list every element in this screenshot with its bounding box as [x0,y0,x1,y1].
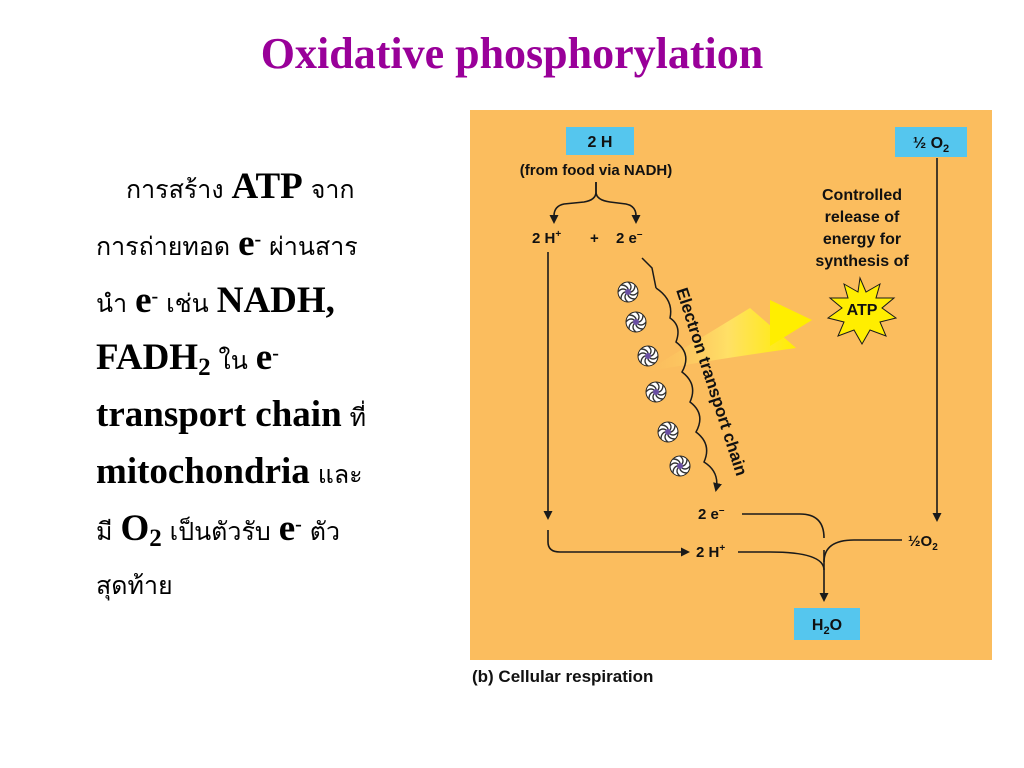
carrier-6-icon [669,455,691,477]
oxygen-box [895,127,967,157]
plus-sign: + [590,230,599,247]
release-line-3: energy for [823,231,901,248]
slide-title: Oxidative phosphorylation [260,29,764,78]
body-word: สุดท้าย [96,571,173,600]
superscript: - [295,513,302,536]
body-term: NADH, [216,280,335,321]
source-note: (from food via NADH) [520,162,673,179]
body-line-4: FADH2 ใน e- [96,331,441,388]
atp-burst [826,276,898,346]
diagram-caption: (b) Cellular respiration [472,667,654,686]
water-label: H2O [812,617,842,637]
body-line-7: มี O2 เป็นตัวรับ e- ตัว [96,502,441,559]
top-protons: 2 H+ [532,229,561,247]
electron-cascade [655,287,722,492]
diagram-panel [470,110,992,660]
body-line-2: การถ่ายทอด e- ผ่านสาร [96,217,441,274]
body-word: ที่ [349,403,367,432]
body-word: เป็นตัวรับ [169,517,271,546]
body-term: e [278,508,296,549]
carrier-3-icon [637,345,659,367]
energy-arrowhead [770,300,812,346]
body-line-1: การสร้าง ATP จาก [96,160,441,217]
bottom-protons: 2 H+ [696,543,725,561]
source-h-label: 2 H [588,134,613,151]
body-term: FADH [96,337,199,378]
bottom-electrons: 2 e– [698,505,725,523]
body-term: e [238,223,255,264]
bottom-oxygen: ½O2 [908,533,938,553]
release-line-4: synthesis of [815,253,909,270]
superscript: - [272,342,279,365]
diagram-svg: 2 H (from food via NADH) ½ O2 2 H+ + 2 e… [470,110,992,660]
release-line-2: release of [825,209,900,226]
body-term: transport chain [96,394,342,435]
oxygen-label: ½ O2 [913,135,949,155]
split-arrow-left [549,182,597,224]
body-word: เช่น [166,289,209,318]
body-word: ใน [218,346,248,375]
energy-beam [645,308,796,372]
superscript: - [151,285,159,308]
top-electrons: 2 e– [616,229,643,247]
carrier-1-icon [617,281,639,303]
body-term: O [120,508,150,549]
chain-entry-line [641,257,657,289]
body-term: e [135,280,152,321]
body-word: การสร้าง [126,175,224,204]
body-word: ตัว [309,517,341,546]
electron-to-water-line [742,513,825,539]
split-arrow-right [595,182,641,224]
subscript: 2 [149,525,162,552]
body-text: การสร้าง ATP จาก การถ่ายทอด e- ผ่านสาร น… [96,160,441,613]
superscript: - [254,228,262,251]
subscript: 2 [198,354,211,381]
body-word: ผ่านสาร [269,232,358,261]
body-word: การถ่ายทอด [96,232,231,261]
body-line-8: สุดท้าย [96,559,441,613]
body-term: mitochondria [96,451,310,492]
carrier-2-icon [625,311,647,333]
release-line-1: Controlled [822,187,902,204]
body-word: จาก [310,175,355,204]
body-word: มี [96,517,113,546]
proton-bottom-arrow [547,530,690,557]
body-term: ATP [231,166,303,207]
carrier-4-icon [645,381,667,403]
source-h-box [566,127,634,155]
water-box [794,608,860,640]
body-word: และ [317,460,363,489]
body-line-6: mitochondria และ [96,445,441,502]
body-term: e [255,337,273,378]
body-line-3: นำ e- เช่น NADH, [96,274,441,331]
carrier-5-icon [657,421,679,443]
body-word: นำ [96,289,128,318]
body-line-5: transport chain ที่ [96,388,441,445]
respiration-diagram: 2 H (from food via NADH) ½ O2 2 H+ + 2 e… [470,110,992,660]
atp-label: ATP [847,302,878,319]
